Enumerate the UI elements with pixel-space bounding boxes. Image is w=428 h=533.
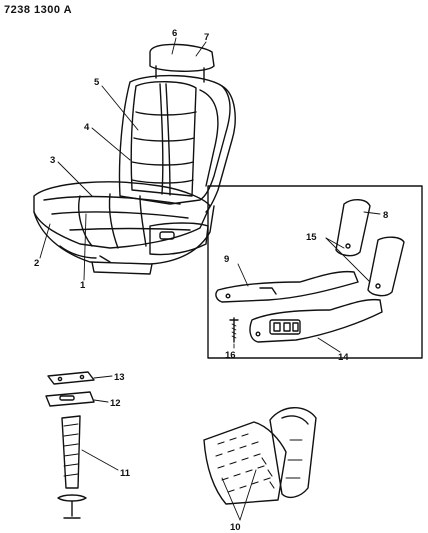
seat-cushion-springs: [203, 421, 287, 505]
callout-2: 2: [34, 258, 39, 269]
trim-panel-upper: [335, 199, 371, 257]
diagram-code: 7238 1300 A: [4, 4, 73, 16]
callout-10: 10: [230, 522, 241, 533]
callout-1: 1: [80, 280, 86, 291]
riser-11: [61, 415, 81, 489]
callout-14: 14: [338, 352, 349, 363]
back-cushion: [130, 81, 197, 197]
bracket-12: [45, 391, 95, 407]
seat-back: [118, 74, 231, 205]
seat-riser-assembly: [45, 371, 119, 519]
seat-leaders: [39, 37, 207, 281]
callout-labels: 6 7 5 4 3 2 1 8 15 9 16 14 13 12 11 10: [34, 28, 388, 533]
callout-4: 4: [84, 122, 90, 133]
callout-12: 12: [110, 398, 121, 409]
bracket-13: [47, 371, 95, 385]
callout-3: 3: [50, 155, 55, 166]
callout-7: 7: [204, 32, 209, 43]
callout-16: 16: [225, 350, 236, 361]
small-seat: [203, 407, 317, 521]
callout-15: 15: [306, 232, 317, 243]
side-shield-outline: [149, 222, 209, 256]
trim-panel-lower: [367, 236, 405, 297]
seat-frame: [33, 205, 215, 265]
headrest: [149, 43, 215, 72]
side-shield-14: [249, 298, 383, 343]
side-shield-9: [215, 270, 359, 303]
callout-6: 6: [172, 28, 177, 39]
callout-5: 5: [94, 77, 100, 88]
seat-assembly: [33, 43, 236, 275]
seat-cushion: [33, 181, 211, 249]
callout-11: 11: [120, 468, 131, 479]
inset-panel: [207, 185, 423, 359]
callout-9: 9: [224, 254, 229, 265]
screw-16: [229, 317, 239, 343]
callout-13: 13: [114, 372, 125, 383]
callout-8: 8: [383, 210, 388, 221]
